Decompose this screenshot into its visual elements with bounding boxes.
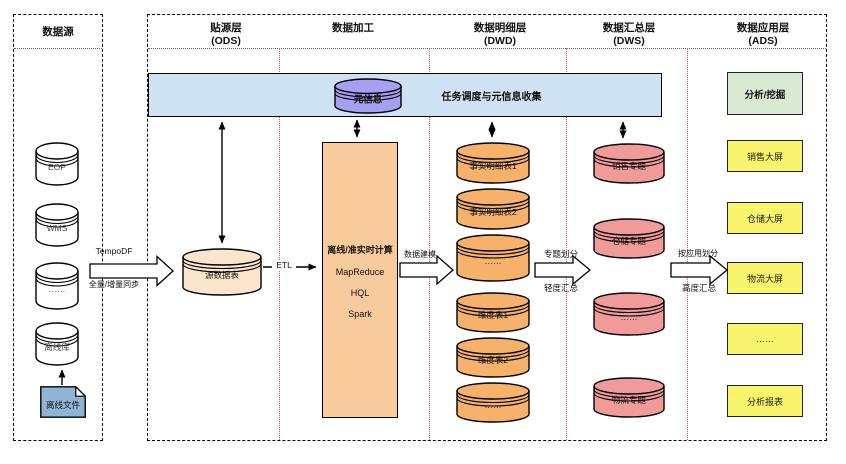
dws-topic-label: 物流专题 [611,394,646,405]
column-separator [566,48,567,440]
source-database-label: 离线库 [44,341,70,352]
layer-header-name: 数据汇总层 [602,22,656,34]
topic-arrow-bottom-label: 轻度汇总 [543,283,578,293]
layer-header-name: 数据明细层 [473,22,527,34]
processing-item: Spark [348,309,372,319]
dws-topic-cylinder: 销售专题 [593,143,665,184]
ads-app-box: 仓储大屏 [727,202,803,234]
layer-header-name: 数据加工 [332,22,374,34]
offline-file: 离线文件 [40,386,86,418]
dwd-table-cylinder: …… [456,234,530,282]
app-arrow-bottom-label: 高度汇总 [681,283,716,293]
layer-header: 数据明细层 (DWD) [440,22,560,48]
processing-item: MapReduce [335,267,385,277]
dws-topic-cylinder: 仓储专题 [593,218,665,259]
dws-topic-label: 仓储专题 [611,235,646,246]
layer-header: 数据应用层 (ADS) [703,22,823,48]
layer-header-name: 数据应用层 [736,22,790,34]
source-database-cylinder: 离线库 [35,322,79,366]
file-icon [40,386,86,418]
layer-header: 数据加工 [293,22,413,35]
processing-items: MapReduce HQL Spark [323,267,397,319]
sync-arrow-top-label: TempoDF [95,246,133,256]
layers-panel: 贴源层 (ODS) 数据加工 数据明细层 (DWD) 数据汇总层 (DWS) [147,14,827,441]
meta-info-cylinder: 元信息 [334,78,402,114]
layers-panel-separator [148,48,826,49]
dws-topic-cylinder: …… [593,292,665,336]
ads-app-box: 物流大屏 [727,262,803,294]
dwd-table-label: 事实明细表1 [469,160,517,171]
source-panel-separator [14,48,102,49]
dwd-table-label: 维度表2 [477,354,509,365]
dws-topic-label: 销售专题 [611,160,646,171]
layer-header-name: 贴源层 [210,22,242,34]
ads-app-box: …… [727,323,803,355]
dwd-table-cylinder: 事实明细表1 [456,142,530,184]
dwd-table-label: 事实明细表2 [469,206,517,217]
source-database-label: WMS [46,222,68,233]
layer-header-abbr: (ADS) [748,35,778,47]
processing-title: 离线/准实时计算 [327,245,393,255]
dwd-table-label: …… [484,255,502,266]
sync-arrow-bottom-label: 全量/增量同步 [88,280,140,289]
source-panel: 数据源 [13,14,103,441]
column-separator [687,48,688,440]
processing-box: 离线/准实时计算 MapReduce HQL Spark [322,142,398,418]
layer-header-abbr: (DWD) [483,35,517,47]
column-separator [279,48,280,440]
dwd-table-cylinder: …… [456,382,530,423]
dwd-table-cylinder: 维度表1 [456,292,530,333]
dws-topic-cylinder: 物流专题 [593,377,665,418]
topic-arrow-top-label: 专题划分 [543,249,578,259]
source-table-cylinder: 源数据表 [182,248,262,296]
dwd-table-label: …… [484,399,502,410]
offline-file-label: 离线文件 [45,400,80,410]
source-database-cylinder: EOP [35,142,79,186]
ads-app-box: 分析报表 [727,385,803,417]
source-database-label: …… [48,283,66,294]
meta-info-label: 元信息 [353,93,383,105]
etl-arrow-label: ETL [272,260,296,271]
task-scheduler-bar: 元信息 任务调度与元信息收集 [148,73,662,117]
layer-header: 贴源层 (ODS) [166,22,286,48]
processing-item: HQL [350,288,370,298]
layer-header-abbr: (ODS) [211,35,241,47]
layer-header: 数据汇总层 (DWS) [569,22,689,48]
dws-topic-label: …… [620,311,638,322]
column-separator [429,48,430,440]
dwd-table-cylinder: 事实明细表2 [456,188,530,230]
source-database-cylinder: WMS [35,203,79,247]
dwd-table-cylinder: 维度表2 [456,337,530,378]
source-table-label: 源数据表 [204,269,239,280]
modeling-arrow-label: 数据建模 [404,250,436,259]
dwd-table-label: 维度表1 [477,309,509,320]
source-database-label: EOP [48,161,66,172]
task-scheduler-label: 任务调度与元信息收集 [441,91,542,103]
source-panel-title: 数据源 [42,26,74,38]
ads-app-box: 销售大屏 [727,140,803,172]
app-arrow-top-label: 按应用划分 [678,249,718,258]
layer-header-abbr: (DWS) [613,35,645,47]
analysis-mining-box: 分析/挖掘 [727,72,803,115]
source-database-cylinder: …… [35,262,79,310]
